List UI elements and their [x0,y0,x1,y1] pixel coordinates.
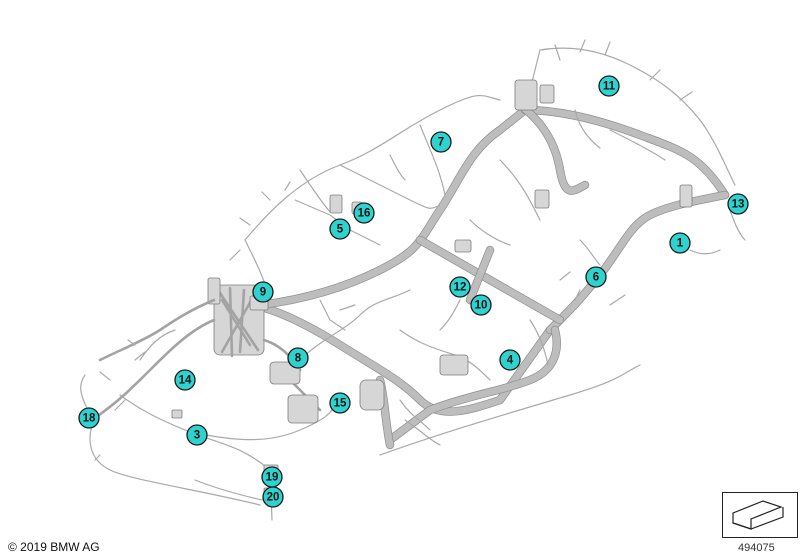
callout-label: 16 [358,208,371,220]
callout-8[interactable]: 8 [287,347,309,369]
callout-6[interactable]: 6 [585,266,607,288]
callout-circle[interactable] [353,202,375,224]
callout-1[interactable]: 1 [669,232,691,254]
callout-circle[interactable] [174,369,196,391]
callout-label: 6 [593,272,599,284]
rear-harness [514,39,746,255]
callout-19[interactable]: 19 [261,466,283,488]
callout-label: 3 [194,430,200,442]
callout-label: 7 [438,137,444,149]
callout-label: 15 [334,398,347,410]
callout-label: 8 [295,353,302,365]
callout-circle[interactable] [449,276,471,298]
cockpit-harness [269,289,491,431]
callout-label: 13 [732,199,745,211]
callout-circle[interactable] [329,392,351,414]
callout-label: 4 [507,355,514,367]
callout-circle[interactable] [78,407,100,429]
callout-9[interactable]: 9 [252,281,274,303]
callout-label: 1 [677,238,684,250]
callout-label: 9 [260,287,266,299]
callout-label: 18 [83,413,96,425]
callout-12[interactable]: 12 [449,276,471,298]
callout-circle[interactable] [329,218,351,240]
callout-label: 19 [266,472,279,484]
callout-circle[interactable] [430,131,452,153]
callout-circle[interactable] [186,424,208,446]
callout-circle[interactable] [499,349,521,371]
callout-label: 11 [603,81,616,93]
callout-label: 20 [267,492,280,504]
callout-circle[interactable] [287,347,309,369]
arrow-down-left-icon [732,500,784,530]
underbody-harness [379,364,641,456]
callout-7[interactable]: 7 [430,131,452,153]
callout-circle[interactable] [252,281,274,303]
side-harness [439,159,626,366]
callout-circle[interactable] [585,266,607,288]
callout-label: 10 [475,300,488,312]
callout-3[interactable]: 3 [186,424,208,446]
callout-18[interactable]: 18 [78,407,100,429]
callout-circle[interactable] [470,294,492,316]
callout-circle[interactable] [669,232,691,254]
callout-circle[interactable] [262,486,284,508]
callout-label: 5 [337,224,344,236]
callout-15[interactable]: 15 [329,392,351,414]
navigation-thumbnail[interactable] [722,492,798,538]
callout-14[interactable]: 14 [174,369,196,391]
callout-4[interactable]: 4 [499,349,521,371]
callout-20[interactable]: 20 [262,486,284,508]
figure-number: 494075 [738,542,775,554]
callout-16[interactable]: 16 [353,202,375,224]
callout-10[interactable]: 10 [470,294,492,316]
callout-5[interactable]: 5 [329,218,351,240]
callout-circle[interactable] [727,193,749,215]
callout-13[interactable]: 13 [727,193,749,215]
callout-circle[interactable] [598,75,620,97]
callout-label: 14 [179,375,192,387]
main-harness-trunk [210,100,730,450]
copyright-notice: © 2019 BMW AG [8,540,100,554]
callout-label: 12 [454,282,467,294]
callout-11[interactable]: 11 [598,75,620,97]
